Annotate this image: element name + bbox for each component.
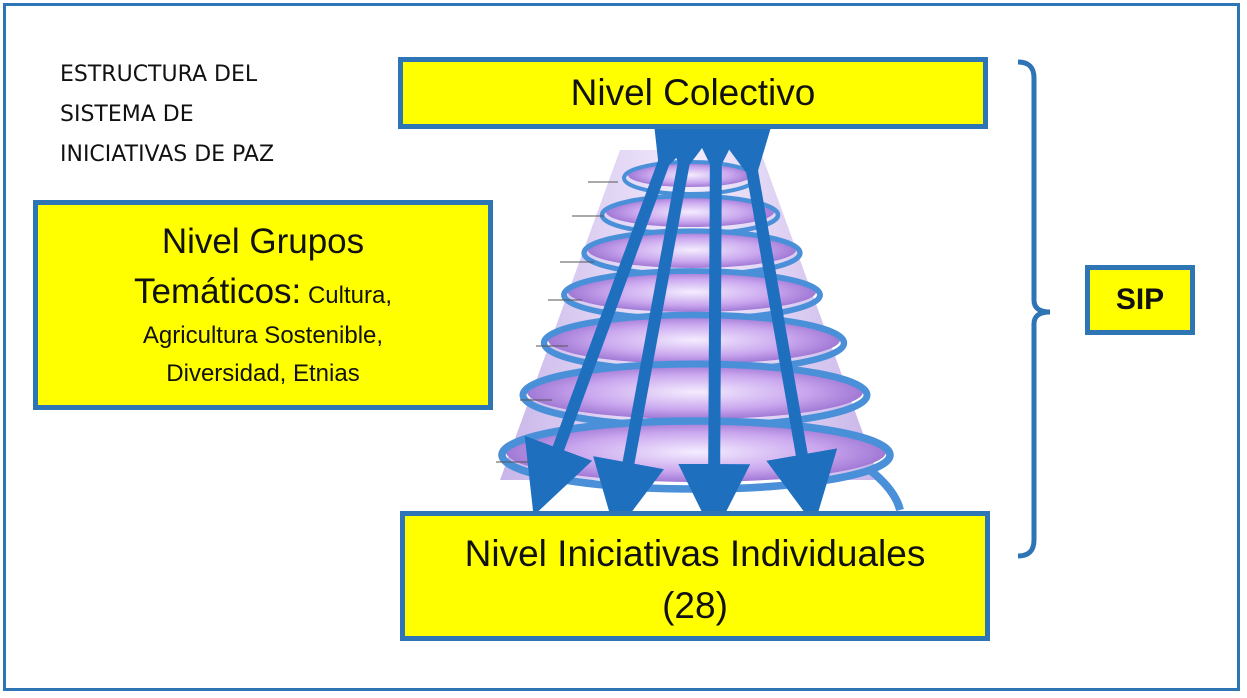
nivel-iniciativas-box: Nivel Iniciativas Individuales (28) <box>400 511 990 641</box>
nivel-grupos-box: Nivel Grupos Temáticos: Cultura, Agricul… <box>33 200 493 410</box>
spiral-rings <box>498 160 904 512</box>
grupos-detail-inline: Cultura, <box>301 282 392 309</box>
bidirectional-arrows <box>524 93 838 536</box>
grupos-heading-line2: Temáticos: Cultura, <box>38 267 488 317</box>
grupos-detail-line3: Diversidad, Etnias <box>166 360 360 387</box>
grupos-heading-tematicos: Temáticos: <box>134 272 302 311</box>
nivel-colectivo-box: Nivel Colectivo <box>398 57 988 129</box>
arrow-3 <box>678 103 753 536</box>
arrow-2 <box>593 98 730 534</box>
sip-box: SIP <box>1085 265 1195 335</box>
nivel-colectivo-label: Nivel Colectivo <box>570 72 816 113</box>
spiral-ribbon-tail <box>867 466 904 512</box>
iniciativas-line1: Nivel Iniciativas Individuales <box>464 533 926 574</box>
sip-brace <box>1017 59 1051 559</box>
diagram-title: ESTRUCTURA DEL SISTEMA DE INICIATIVAS DE… <box>60 62 275 167</box>
grupos-heading-line1: Nivel Grupos <box>161 222 365 261</box>
iniciativas-line2: (28) <box>662 585 728 626</box>
grupos-detail-line2: Agricultura Sostenible, <box>142 322 384 349</box>
arrow-4 <box>706 106 838 526</box>
sip-label: SIP <box>1115 283 1165 316</box>
